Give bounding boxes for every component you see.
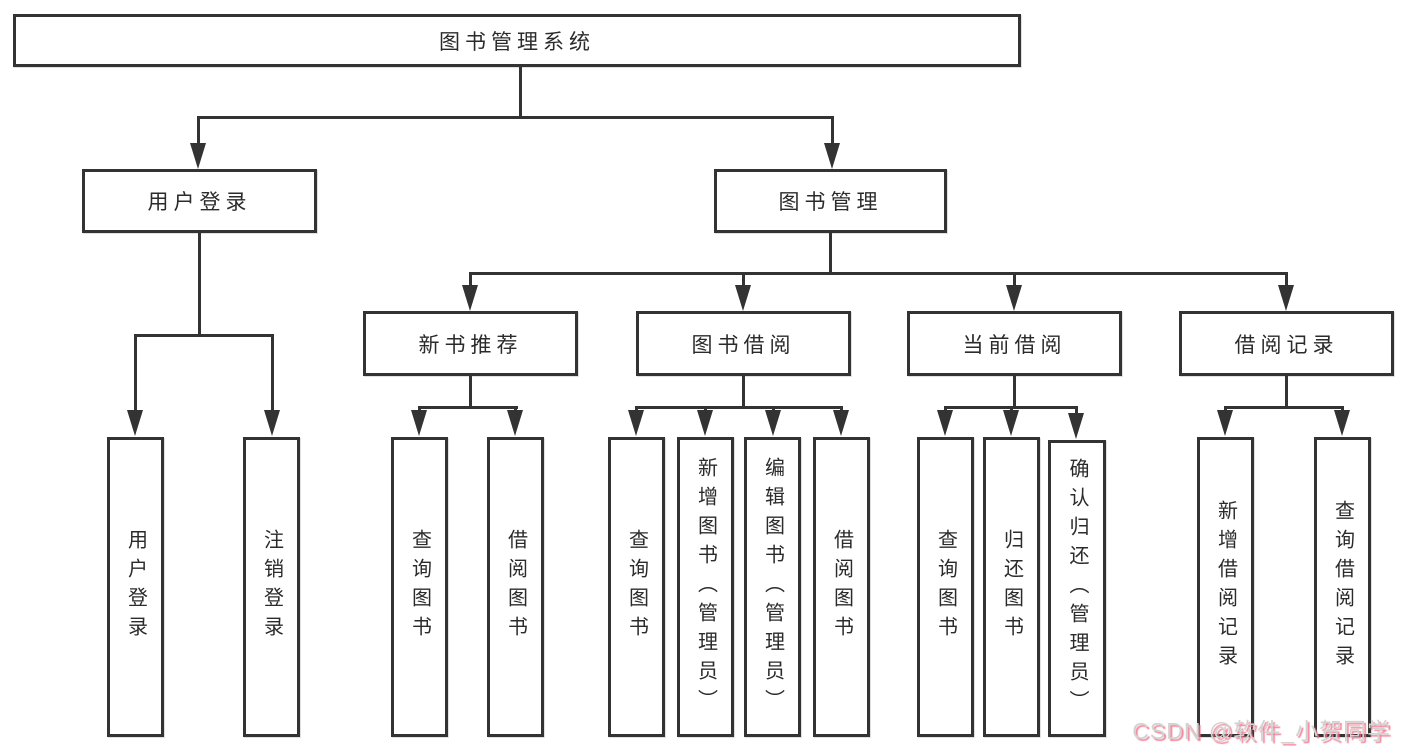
- leaf-bb-borrow-books: 借阅图书: [813, 437, 870, 737]
- arrowhead-bb-child1: [628, 410, 644, 436]
- connector-user-login-stem: [198, 233, 201, 337]
- connector-book-borrow-drop: [742, 272, 745, 288]
- arrowhead-bb-child4: [833, 410, 849, 436]
- connector-bb-stem: [742, 376, 745, 409]
- leaf-bb-add-books-admin: 新增图书（管理员）: [677, 437, 734, 737]
- connector-book-mgmt-drop: [831, 116, 834, 146]
- connector-book-mgmt-hline: [469, 272, 1288, 275]
- connector-bb-hline: [635, 406, 843, 409]
- arrowhead-cb-child2: [1003, 410, 1019, 436]
- arrowhead-current-borrow: [1006, 285, 1022, 311]
- node-book-borrowing: 图书借阅: [636, 311, 851, 376]
- connector-nb-stem: [469, 376, 472, 409]
- leaf-cb-query-books: 查询图书: [917, 437, 974, 737]
- leaf-logout: 注销登录: [243, 437, 300, 737]
- arrowhead-cb-child3: [1068, 413, 1084, 439]
- arrowhead-bb-child2: [697, 410, 713, 436]
- node-book-management: 图书管理: [714, 169, 947, 233]
- connector-cb-stem: [1013, 376, 1016, 409]
- connector-nb-hline: [418, 406, 518, 409]
- arrowhead-book-mgmt: [824, 143, 840, 169]
- connector-user-login-hline: [134, 334, 274, 337]
- arrowhead-book-borrow: [735, 285, 751, 311]
- leaf-nb-query-books: 查询图书: [391, 437, 448, 737]
- connector-book-mgmt-stem: [829, 233, 832, 275]
- arrowhead-user-login: [190, 143, 206, 169]
- connector-root-hline: [197, 116, 833, 119]
- arrowhead-ul-child2: [264, 410, 280, 436]
- connector-ul-child2-drop: [271, 334, 274, 412]
- leaf-br-query-record: 查询借阅记录: [1314, 437, 1371, 737]
- connector-new-book-drop: [469, 272, 472, 288]
- connector-ul-child1-drop: [134, 334, 137, 412]
- arrowhead-cb-child1: [937, 410, 953, 436]
- arrowhead-nb-child2: [507, 410, 523, 436]
- leaf-cb-return-books: 归还图书: [983, 437, 1040, 737]
- node-new-book-recommend: 新书推荐: [363, 311, 578, 376]
- arrowhead-br-child1: [1217, 410, 1233, 436]
- connector-user-login-drop: [197, 116, 200, 146]
- leaf-bb-edit-books-admin: 编辑图书（管理员）: [744, 437, 801, 737]
- leaf-nb-borrow-books: 借阅图书: [487, 437, 544, 737]
- csdn-watermark: CSDN @软件_小贺同学: [1132, 718, 1391, 744]
- arrowhead-bb-child3: [765, 410, 781, 436]
- connector-br-hline: [1224, 406, 1344, 409]
- connector-borrow-record-drop: [1285, 272, 1288, 288]
- node-user-login: 用户登录: [82, 169, 317, 233]
- node-library-management-system: 图书管理系统: [13, 14, 1021, 67]
- leaf-br-add-record: 新增借阅记录: [1197, 437, 1254, 737]
- arrowhead-borrow-record: [1278, 285, 1294, 311]
- leaf-cb-confirm-return-admin: 确认归还（管理员）: [1048, 440, 1106, 737]
- leaf-bb-query-books: 查询图书: [608, 437, 665, 737]
- arrowhead-br-child2: [1334, 410, 1350, 436]
- node-borrow-records: 借阅记录: [1179, 311, 1394, 376]
- arrowhead-new-book: [462, 285, 478, 311]
- connector-cb-child3-drop: [1075, 406, 1078, 414]
- connector-root-stem: [519, 66, 522, 118]
- leaf-user-login: 用户登录: [107, 437, 164, 737]
- connector-br-stem: [1285, 376, 1288, 409]
- connector-current-borrow-drop: [1013, 272, 1016, 288]
- node-current-borrowing: 当前借阅: [907, 311, 1122, 376]
- arrowhead-ul-child1: [127, 410, 143, 436]
- arrowhead-nb-child1: [411, 410, 427, 436]
